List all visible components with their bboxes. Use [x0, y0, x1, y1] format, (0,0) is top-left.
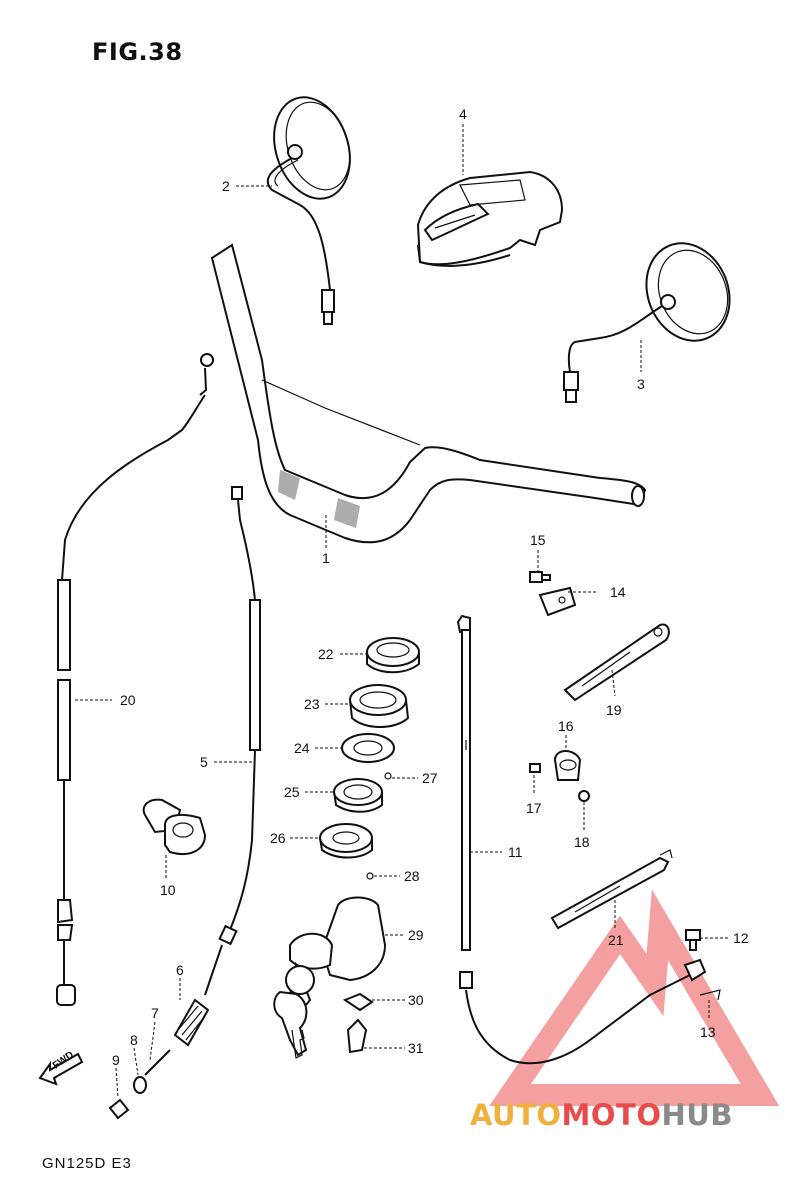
speedometer-cable	[459, 958, 721, 1065]
callout-3: 3	[637, 376, 645, 392]
watermark-part-hub: HUB	[661, 1098, 733, 1132]
clutch-cable	[56, 353, 214, 1006]
handlebar	[210, 243, 647, 544]
callout-19: 19	[606, 702, 622, 718]
callout-23: 23	[304, 696, 320, 712]
washer-26	[319, 823, 373, 859]
washer-24	[341, 733, 395, 763]
rod	[456, 614, 471, 951]
bracket	[563, 623, 670, 702]
callout-28: 28	[404, 868, 420, 884]
callout-30: 30	[408, 992, 424, 1008]
bushing-22	[366, 637, 420, 674]
callout-15: 15	[530, 532, 546, 548]
callout-22: 22	[318, 646, 334, 662]
throttle-cable	[204, 486, 261, 996]
callout-2: 2	[222, 178, 230, 194]
model-code: GN125D E3	[42, 1155, 132, 1172]
forward-arrow-icon	[38, 1052, 84, 1086]
callout-9: 9	[112, 1052, 120, 1068]
callout-1: 1	[322, 550, 330, 566]
watermark-logo: AUTOMOTOHUB	[470, 1098, 733, 1132]
callout-leaders	[75, 124, 728, 1099]
callout-14: 14	[610, 584, 626, 600]
small-ring-27	[384, 772, 392, 780]
mirror-right	[563, 242, 731, 403]
callout-7: 7	[151, 1005, 159, 1021]
callout-29: 29	[408, 927, 424, 943]
callout-4: 4	[459, 106, 467, 122]
callout-10: 10	[160, 882, 176, 898]
bushing-23	[349, 684, 410, 728]
callout-18: 18	[574, 834, 590, 850]
callout-5: 5	[200, 754, 208, 770]
callout-13: 13	[700, 1024, 716, 1040]
adjuster-parts	[108, 998, 210, 1120]
clamp	[529, 571, 577, 617]
callout-6: 6	[176, 962, 184, 978]
ignition-switch	[273, 896, 387, 1059]
washer-30	[342, 992, 374, 1012]
callout-11: 11	[508, 844, 523, 860]
callout-26: 26	[270, 830, 286, 846]
watermark-part-moto: MOTO	[561, 1098, 662, 1132]
watermark-part-auto: AUTO	[470, 1098, 562, 1132]
bushing-25	[333, 778, 383, 813]
figure-title: FIG.38	[92, 38, 183, 66]
callout-8: 8	[130, 1032, 138, 1048]
callout-27: 27	[422, 770, 438, 786]
callout-16: 16	[558, 718, 574, 734]
callout-25: 25	[284, 784, 300, 800]
bolt	[685, 929, 701, 951]
mirror-left	[266, 96, 351, 325]
clamp-set	[529, 750, 590, 802]
small-ring-28	[366, 872, 374, 880]
callout-24: 24	[294, 740, 310, 756]
callout-17: 17	[526, 800, 542, 816]
callout-31: 31	[408, 1040, 424, 1056]
strap	[550, 849, 673, 930]
callout-21: 21	[608, 932, 624, 948]
watermark-triangle-icon	[489, 889, 780, 1106]
grip	[142, 798, 207, 855]
bolt-31	[346, 1018, 368, 1054]
callout-12: 12	[733, 930, 749, 946]
handlebar-cover	[416, 170, 564, 267]
callout-20: 20	[120, 692, 136, 708]
